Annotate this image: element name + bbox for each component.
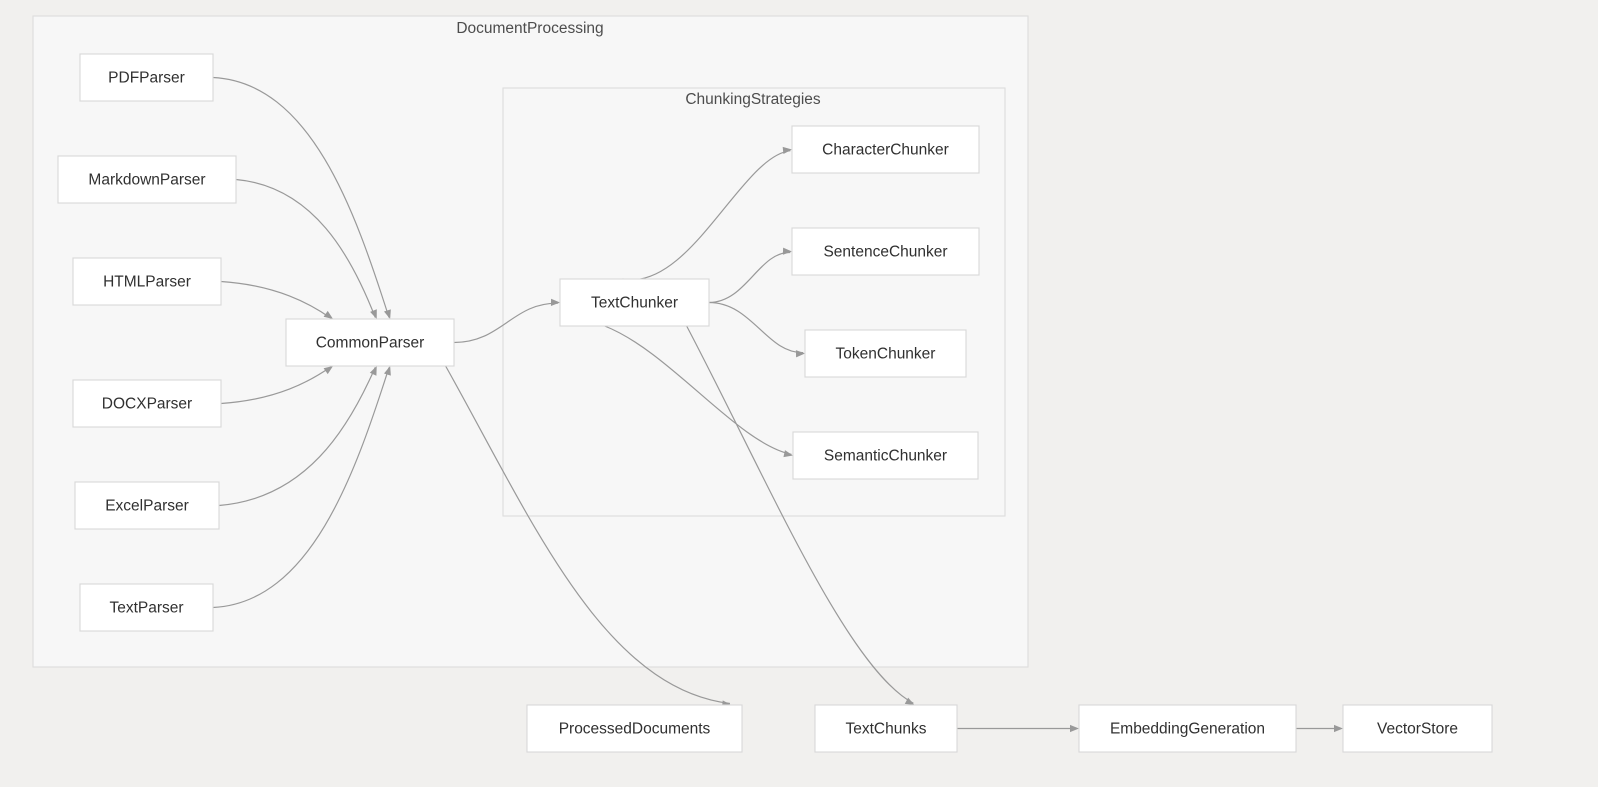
edge-common-to-chunker-arrowhead-icon [550, 298, 560, 306]
node-label-excel-parser: ExcelParser [105, 498, 189, 515]
node-vector-store[interactable]: VectorStore [1342, 704, 1493, 753]
edge-docx-to-common-arrowhead-icon [323, 366, 334, 375]
edge-excel-to-common [218, 367, 376, 507]
node-markdown-parser[interactable]: MarkdownParser [57, 155, 237, 204]
node-processed-documents[interactable]: ProcessedDocuments [526, 704, 743, 753]
node-text-chunks[interactable]: TextChunks [814, 704, 958, 753]
edge-markdown-to-common [235, 178, 376, 318]
edge-group [212, 76, 1343, 733]
edge-pdf-to-common [212, 76, 390, 318]
edge-html-to-common [220, 280, 332, 319]
edge-pdf-to-common-arrowhead-icon [383, 309, 391, 319]
node-pdf-parser[interactable]: PDFParser [79, 53, 214, 102]
node-label-docx-parser: DOCXParser [102, 396, 192, 413]
edge-markdown-to-common-arrowhead-icon [370, 309, 377, 319]
edge-html-to-common-arrowhead-icon [323, 310, 334, 319]
node-label-markdown-parser: MarkdownParser [88, 172, 205, 189]
edge-chunker-to-semantic [604, 325, 792, 455]
node-label-sentence-chunker: SentenceChunker [823, 244, 947, 261]
edge-chunker-to-character-arrowhead-icon [782, 146, 792, 155]
node-text-parser[interactable]: TextParser [79, 583, 214, 632]
edge-embedding-to-vector-arrowhead-icon [1334, 724, 1343, 733]
node-label-text-parser: TextParser [109, 600, 183, 617]
edge-excel-to-common-arrowhead-icon [369, 366, 377, 376]
node-common-parser[interactable]: CommonParser [285, 318, 455, 367]
node-label-common-parser: CommonParser [316, 335, 425, 352]
node-label-vector-store: VectorStore [1377, 721, 1458, 738]
node-embedding-generation[interactable]: EmbeddingGeneration [1078, 704, 1297, 753]
cluster-label-document-processing: DocumentProcessing [456, 20, 603, 37]
node-html-parser[interactable]: HTMLParser [72, 257, 222, 306]
edge-textchunks-to-embedding-arrowhead-icon [1070, 724, 1079, 733]
node-token-chunker[interactable]: TokenChunker [804, 329, 967, 378]
node-label-text-chunker: TextChunker [591, 295, 678, 312]
edge-chunker-to-textchunks [686, 325, 914, 704]
node-character-chunker[interactable]: CharacterChunker [791, 125, 980, 174]
node-docx-parser[interactable]: DOCXParser [72, 379, 222, 428]
edge-chunker-to-sentence [708, 251, 791, 304]
node-excel-parser[interactable]: ExcelParser [74, 481, 220, 530]
edge-chunker-to-textchunks-arrowhead-icon [904, 697, 915, 705]
edge-text-to-common [212, 367, 390, 609]
edge-chunker-to-sentence-arrowhead-icon [782, 247, 792, 255]
edge-docx-to-common [220, 366, 332, 405]
edge-chunker-to-semantic-arrowhead-icon [783, 450, 793, 458]
node-sentence-chunker[interactable]: SentenceChunker [791, 227, 980, 276]
node-group: PDFParserMarkdownParserHTMLParserCommonP… [57, 53, 1493, 753]
node-label-character-chunker: CharacterChunker [822, 142, 949, 159]
edge-common-to-processed [445, 365, 731, 705]
cluster-label-chunking-strategies: ChunkingStrategies [685, 91, 821, 108]
node-semantic-chunker[interactable]: SemanticChunker [792, 431, 979, 480]
edge-chunker-to-token-arrowhead-icon [795, 350, 805, 358]
edge-chunker-to-character [622, 150, 791, 281]
edge-chunker-to-token [708, 301, 804, 354]
node-label-pdf-parser: PDFParser [108, 70, 185, 87]
node-label-semantic-chunker: SemanticChunker [824, 448, 947, 465]
node-label-html-parser: HTMLParser [103, 274, 191, 291]
node-text-chunker[interactable]: TextChunker [559, 278, 710, 327]
node-label-processed-documents: ProcessedDocuments [559, 721, 711, 738]
node-label-embedding-generation: EmbeddingGeneration [1110, 721, 1265, 738]
node-label-text-chunks: TextChunks [846, 721, 927, 738]
node-label-token-chunker: TokenChunker [836, 346, 936, 363]
edge-common-to-chunker [453, 302, 559, 344]
edge-text-to-common-arrowhead-icon [383, 366, 391, 376]
